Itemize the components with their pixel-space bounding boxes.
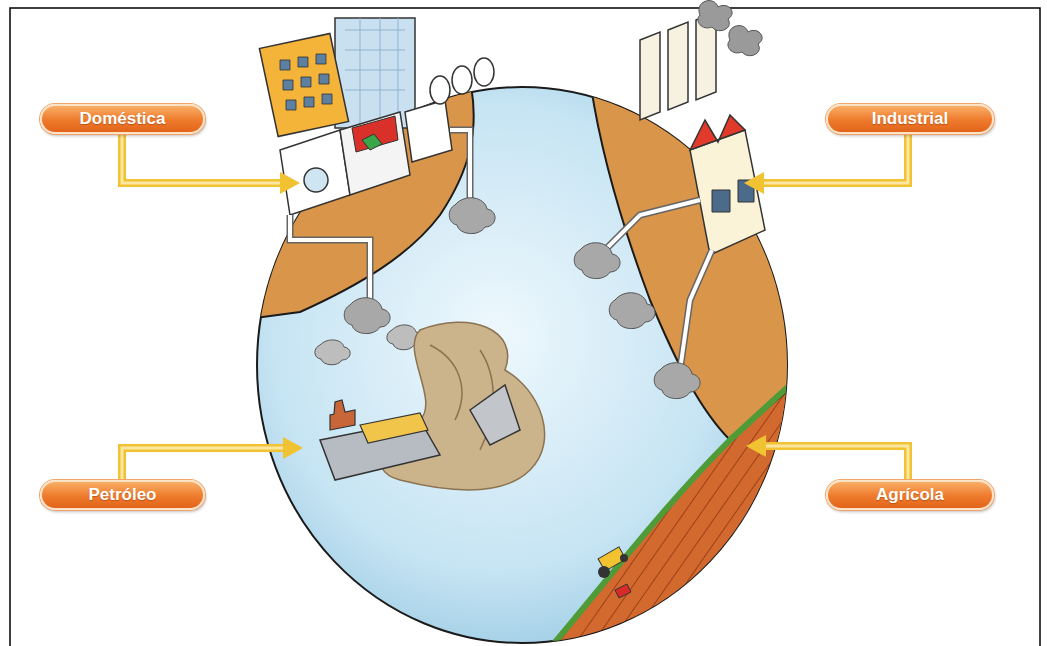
land-right	[590, 80, 800, 440]
label-text: Petróleo	[88, 485, 156, 505]
source-label: Petróleo	[40, 480, 205, 510]
red-item	[352, 116, 398, 152]
pointer-line	[122, 134, 282, 183]
toilet	[430, 76, 450, 104]
frame	[10, 8, 1040, 646]
pointer-line	[762, 134, 908, 183]
label-text: Agrícola	[876, 485, 944, 505]
factory-wall	[690, 130, 765, 255]
tractor-wheel	[598, 566, 610, 578]
machine-door	[304, 168, 328, 192]
pointer-arrows	[122, 134, 908, 480]
sink-unit	[340, 112, 410, 195]
tractor-wheel	[620, 554, 628, 562]
farmland	[540, 380, 800, 646]
pointer-line	[122, 448, 285, 480]
drain-pipe	[450, 130, 470, 200]
appliance	[405, 100, 452, 162]
pointer-line	[762, 134, 908, 183]
orange-building	[259, 33, 348, 136]
sewage-cloud	[315, 340, 350, 365]
toilet	[474, 58, 494, 86]
pointer-line	[764, 446, 908, 480]
waste-cloud	[654, 363, 700, 399]
tractor	[598, 547, 631, 598]
washing-machine	[280, 130, 350, 215]
sewage-cloud	[344, 298, 390, 334]
industrial-scene	[574, 1, 765, 399]
green-item	[362, 134, 382, 150]
waste-pipe	[680, 250, 712, 370]
farmland-grass	[540, 385, 790, 646]
waste-pipe	[600, 200, 700, 255]
sewage-cloud	[449, 198, 495, 234]
globe-land	[240, 80, 800, 646]
arrow-head	[280, 172, 300, 194]
source-label: Doméstica	[40, 104, 205, 134]
toilet	[452, 66, 472, 94]
arrow-head	[746, 435, 766, 457]
label-text: Industrial	[872, 109, 949, 129]
sprayer	[615, 584, 631, 598]
waste-cloud	[609, 293, 655, 329]
arrow-head	[283, 437, 303, 459]
pointer-line	[122, 448, 285, 480]
sinking-bow	[470, 385, 520, 445]
drain-pipe	[290, 215, 370, 300]
waste-cloud	[574, 243, 620, 279]
globe	[240, 80, 800, 646]
tanker-bridge	[330, 400, 355, 430]
pointer-line	[764, 446, 908, 480]
drain-pipe	[450, 130, 470, 200]
waste-pipe	[600, 200, 700, 255]
pointer-line	[122, 134, 282, 183]
source-label: Agrícola	[826, 480, 994, 510]
waste-pipe	[680, 250, 712, 370]
drain-pipe	[290, 215, 370, 300]
tanker-deck	[360, 413, 428, 443]
source-label: Industrial	[826, 104, 994, 134]
smoke	[698, 1, 732, 31]
factory-roof	[690, 115, 745, 150]
label-text: Doméstica	[80, 109, 166, 129]
oil-spill	[381, 322, 545, 490]
smoke	[728, 26, 762, 56]
oil-scene	[320, 322, 545, 490]
arrow-head	[744, 172, 764, 194]
building-grid	[345, 18, 405, 128]
domestic-scene	[259, 18, 495, 365]
building-windows	[280, 54, 332, 110]
